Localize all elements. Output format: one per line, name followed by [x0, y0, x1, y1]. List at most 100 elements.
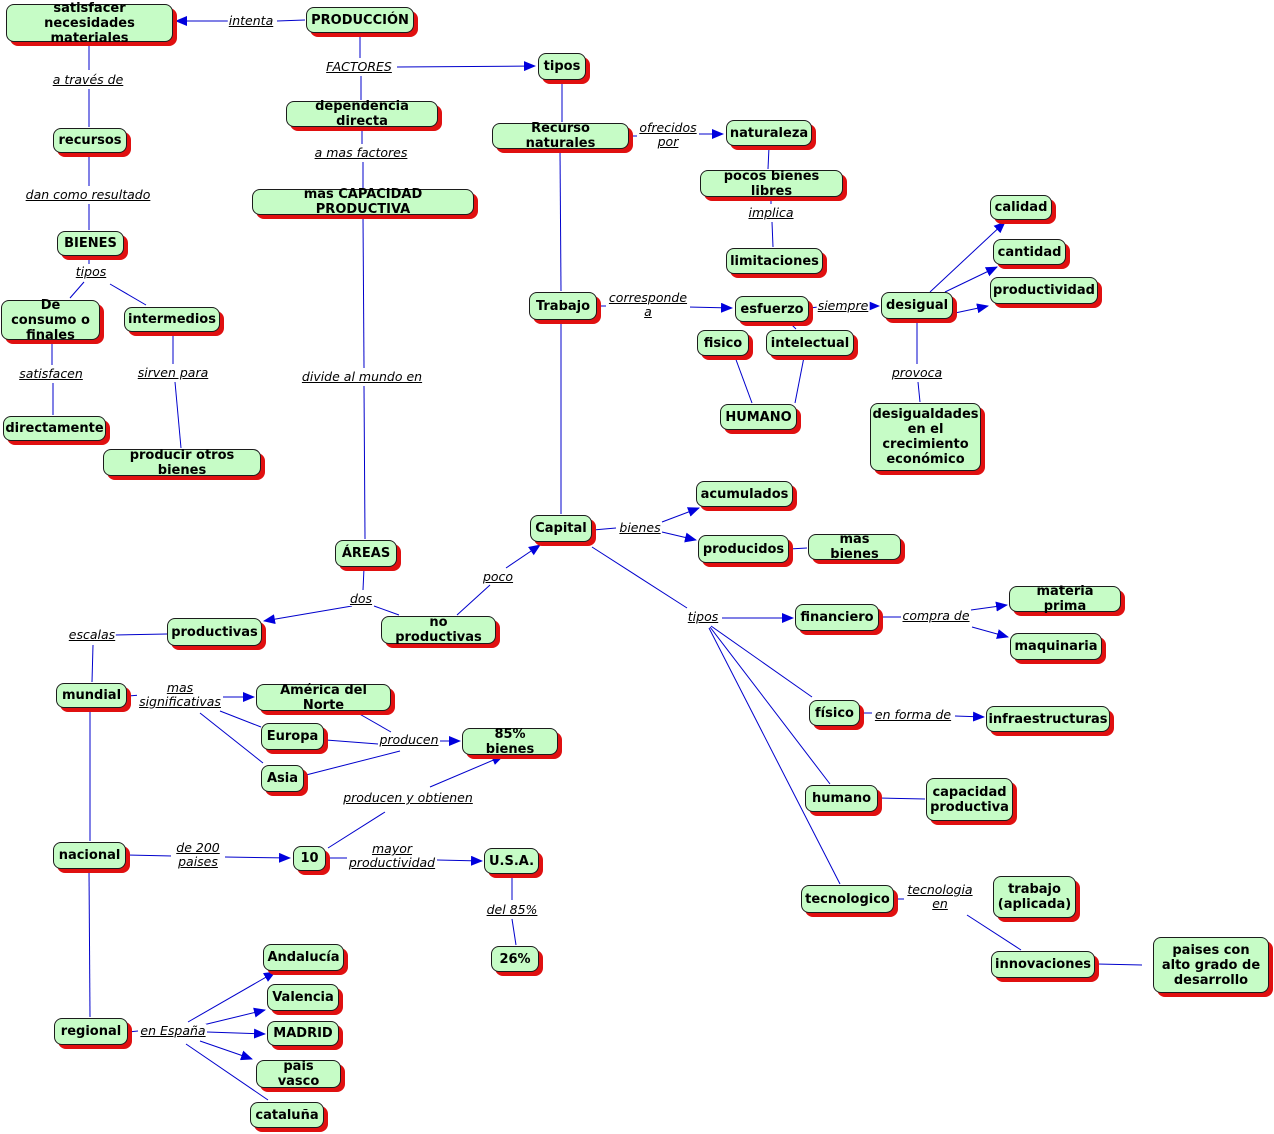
node-tipos[interactable]: tipos	[538, 53, 586, 80]
node-acumulados[interactable]: acumulados	[696, 481, 793, 507]
line-connector	[789, 322, 797, 330]
node-madrid[interactable]: MADRID	[267, 1021, 339, 1046]
arrow-connector	[954, 711, 985, 722]
line-connector	[373, 605, 400, 616]
link-mayor-productividad: mayor productividad	[347, 841, 437, 870]
line-connector	[710, 625, 813, 698]
line-connector	[878, 797, 926, 800]
node-materia-prima[interactable]: materia prima	[1009, 584, 1121, 614]
node-mundial[interactable]: mundial	[56, 683, 127, 708]
line-connector	[88, 869, 91, 1018]
line-connector	[276, 19, 306, 22]
node-fisico-trabajo[interactable]: fisico	[697, 330, 749, 356]
node-no-productivas[interactable]: no productivas	[381, 615, 496, 645]
arrow-connector	[954, 303, 989, 314]
node-desigual[interactable]: desigual	[881, 292, 953, 319]
node-nacional[interactable]: nacional	[53, 842, 126, 869]
line-connector	[788, 547, 808, 550]
node-capacidad-productiva[interactable]: capacidad productiva	[926, 778, 1013, 821]
node-europa[interactable]: Europa	[261, 723, 324, 750]
line-connector	[734, 356, 753, 404]
node-recursos[interactable]: recursos	[53, 128, 127, 153]
line-connector	[809, 306, 819, 309]
node-america-del-norte[interactable]: América del Norte	[256, 683, 391, 713]
line-connector	[327, 811, 386, 849]
line-connector	[709, 626, 831, 785]
node-bienes[interactable]: BIENES	[57, 231, 124, 256]
node-trabajo[interactable]: Trabajo	[529, 292, 597, 320]
node-innovaciones[interactable]: innovaciones	[991, 951, 1095, 978]
node-fisico-capital[interactable]: físico	[809, 700, 860, 726]
node-andalucia[interactable]: Andalucía	[263, 944, 344, 971]
node-infraestructuras[interactable]: infraestructuras	[986, 706, 1110, 732]
node-pais-vasco[interactable]: pais vasco	[256, 1059, 341, 1089]
node-naturaleza[interactable]: naturaleza	[726, 120, 812, 146]
link-sirven-para: sirven para	[136, 365, 210, 380]
link-producen-y-obtienen: producen y obtienen	[342, 790, 474, 805]
node-regional[interactable]: regional	[54, 1018, 128, 1045]
node-desigualdades[interactable]: desigualdades en el crecimiento económic…	[870, 403, 981, 471]
line-connector	[771, 221, 774, 248]
arrow-connector	[429, 755, 504, 788]
line-connector	[305, 750, 401, 776]
node-limitaciones[interactable]: limitaciones	[726, 248, 823, 274]
link-tipos-capital: tipos	[686, 609, 720, 624]
node-maquinaria[interactable]: maquinaria	[1010, 633, 1102, 660]
line-connector	[174, 381, 182, 449]
line-connector	[362, 567, 365, 591]
node-dependencia-directa[interactable]: dependencia directa	[286, 99, 438, 129]
link-de-200-paises: de 200 paises	[171, 841, 225, 869]
node-financiero[interactable]: financiero	[795, 604, 879, 631]
node-capital[interactable]: Capital	[530, 515, 592, 542]
node-cataluna[interactable]: cataluña	[250, 1102, 324, 1128]
node-trabajo-aplicada[interactable]: trabajo (aplicada)	[993, 876, 1076, 918]
node-satisfacer-necesidades[interactable]: satisfacer necesidades materiales	[6, 1, 173, 46]
link-escalas: escalas	[67, 627, 117, 642]
node-areas[interactable]: ÁREAS	[335, 540, 397, 567]
line-connector	[114, 633, 168, 636]
node-tecnologico[interactable]: tecnologico	[801, 885, 894, 913]
link-en-forma-de: en forma de	[873, 707, 953, 722]
arrow-connector	[944, 266, 998, 293]
node-usa[interactable]: U.S.A.	[484, 848, 539, 874]
line-connector	[592, 527, 617, 531]
node-humano-trabajo[interactable]: HUMANO	[720, 404, 797, 430]
arrow-connector	[436, 855, 483, 866]
arrow-connector	[199, 1040, 253, 1061]
node-esfuerzo[interactable]: esfuerzo	[735, 296, 809, 322]
node-paises-alto-desarrollo[interactable]: paises con alto grado de desarrollo	[1153, 937, 1269, 993]
node-productividad[interactable]: productividad	[990, 277, 1098, 304]
node-intermedios[interactable]: intermedios	[124, 307, 220, 332]
line-connector	[109, 283, 147, 306]
node-85-bienes[interactable]: 85% bienes	[462, 727, 558, 757]
node-producidos[interactable]: producidos	[698, 535, 789, 563]
node-10[interactable]: 10	[293, 846, 326, 871]
node-26[interactable]: 26%	[491, 946, 539, 972]
link-bienes: bienes	[618, 520, 662, 535]
node-humano-capital[interactable]: humano	[805, 785, 878, 812]
link-del-85: del 85%	[485, 902, 539, 917]
line-connector	[966, 914, 1022, 951]
node-directamente[interactable]: directamente	[3, 416, 106, 441]
node-recurso-naturales[interactable]: Recurso naturales	[492, 121, 629, 151]
node-intelectual[interactable]: intelectual	[766, 330, 854, 356]
node-valencia[interactable]: Valencia	[267, 984, 339, 1011]
node-cantidad[interactable]: cantidad	[993, 239, 1066, 265]
line-connector	[355, 711, 392, 733]
node-pocos-bienes-libres[interactable]: pocos bienes libres	[700, 169, 843, 199]
link-dan-como-resultado: dan como resultado	[24, 187, 152, 202]
node-calidad[interactable]: calidad	[990, 195, 1052, 220]
arrow-connector	[202, 1007, 266, 1026]
node-mas-capacidad[interactable]: mas CAPACIDAD PRODUCTIVA	[252, 187, 474, 217]
node-asia[interactable]: Asia	[261, 765, 304, 792]
node-de-consumo[interactable]: De consumo o finales	[1, 298, 100, 343]
arrow-connector	[187, 971, 276, 1023]
link-mas-significativas: mas significativas	[137, 681, 223, 709]
node-productivas[interactable]: productivas	[167, 618, 262, 646]
arrow-connector	[206, 1028, 266, 1039]
link-dos: dos	[348, 591, 374, 606]
node-producir-otros-bienes[interactable]: producir otros bienes	[103, 448, 261, 478]
node-mas-bienes[interactable]: mas bienes	[808, 532, 901, 562]
node-produccion[interactable]: PRODUCCIÓN	[306, 7, 414, 33]
